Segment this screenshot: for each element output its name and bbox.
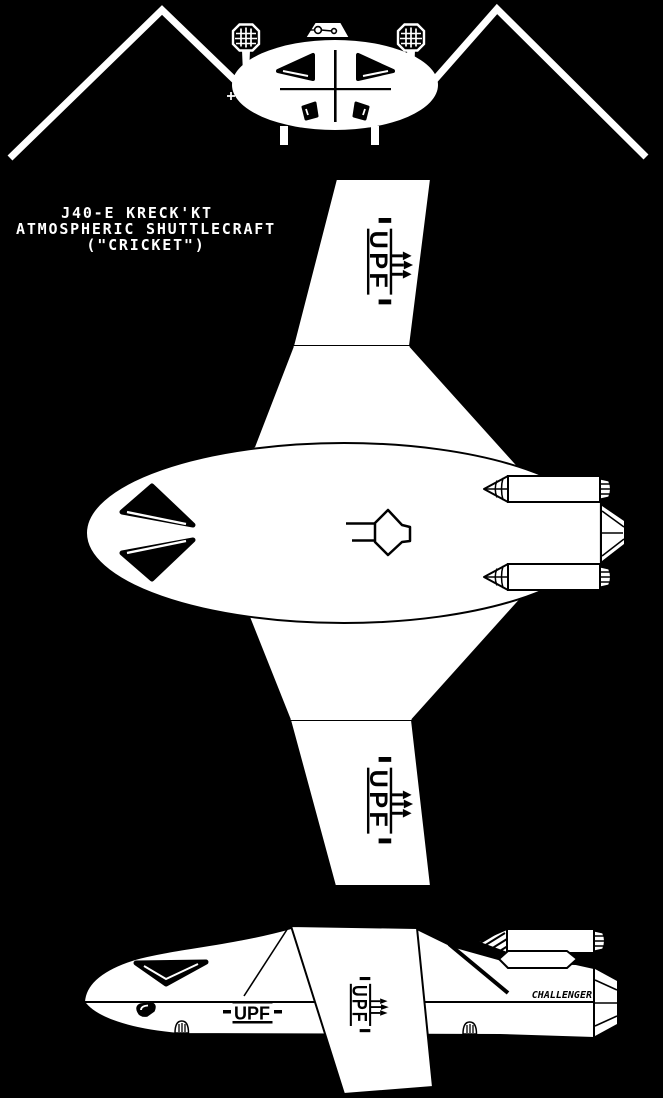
title-line-2: ATMOSPHERIC SHUTTLECRAFT bbox=[16, 220, 276, 238]
front-right-wing bbox=[420, 3, 649, 160]
dorsal-turret bbox=[346, 508, 412, 557]
front-view bbox=[7, 3, 649, 161]
front-right-strut bbox=[371, 126, 379, 145]
plan-upper-window bbox=[119, 483, 196, 528]
plan-lower-window bbox=[119, 537, 196, 582]
lower-engine-nacelle bbox=[507, 563, 601, 591]
front-right-viewport bbox=[356, 53, 395, 81]
rear-gear-dome bbox=[462, 1021, 478, 1035]
title-line-1: J40-E KRECK'KT bbox=[61, 204, 213, 222]
front-lower-right-port bbox=[352, 101, 370, 121]
cockpit-pod bbox=[304, 21, 351, 39]
plan-hull bbox=[85, 442, 603, 624]
side-view: CHALLENGER bbox=[82, 924, 618, 1096]
front-left-viewport bbox=[276, 53, 315, 81]
far-wing-leading-edge bbox=[243, 927, 289, 997]
front-gear-dome bbox=[174, 1020, 190, 1034]
engine-pylon bbox=[498, 950, 578, 969]
front-center-frame bbox=[334, 50, 337, 122]
far-wing-trailing-edge bbox=[447, 942, 510, 995]
plan-tail-exhaust-fan bbox=[601, 506, 625, 561]
title-line-3: ("CRICKET") bbox=[86, 236, 205, 254]
side-tail-exhaust-fan bbox=[594, 969, 618, 1036]
plan-top-wing-outer-panel bbox=[291, 178, 433, 347]
front-mid-frame bbox=[280, 88, 391, 91]
side-engine-nacelle bbox=[476, 928, 595, 969]
front-left-wing bbox=[7, 5, 251, 161]
side-window bbox=[133, 959, 209, 987]
right-antenna-dish bbox=[396, 23, 426, 52]
upper-engine-nacelle bbox=[507, 475, 601, 503]
ship-name-label: CHALLENGER bbox=[532, 990, 592, 1001]
left-antenna-dish bbox=[231, 23, 261, 52]
title-block: J40-E KRECK'KT ATMOSPHERIC SHUTTLECRAFT … bbox=[16, 204, 276, 254]
side-access-hatch bbox=[136, 1002, 156, 1017]
front-lower-left-port bbox=[301, 101, 319, 121]
tail-block bbox=[540, 503, 602, 564]
plan-view bbox=[85, 178, 625, 887]
front-left-strut bbox=[280, 126, 288, 145]
side-engine-nozzle bbox=[593, 929, 607, 953]
